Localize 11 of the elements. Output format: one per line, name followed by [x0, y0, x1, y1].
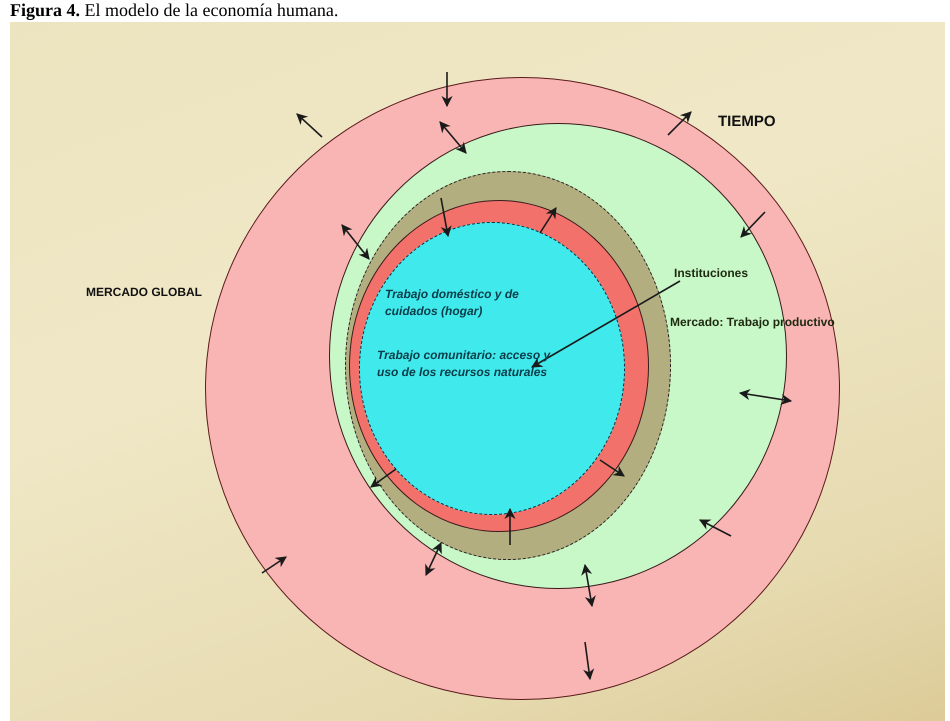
mercado-label: MERCADO GLOBAL — [86, 284, 203, 301]
exchange-arrow — [441, 72, 453, 108]
exchange-arrow — [425, 542, 442, 576]
time-label: TIEMPO — [718, 113, 776, 130]
leader-arrow — [531, 280, 680, 368]
household-text: Trabajo doméstico y de cuidados (hogar) — [385, 286, 520, 320]
exchange-arrow — [581, 564, 596, 608]
institutions-label: Instituciones — [674, 265, 748, 282]
exchange-arrow — [439, 121, 467, 154]
figure-caption: Figura 4. El modelo de la economía humana. — [10, 0, 338, 20]
exchange-arrow — [341, 224, 370, 260]
